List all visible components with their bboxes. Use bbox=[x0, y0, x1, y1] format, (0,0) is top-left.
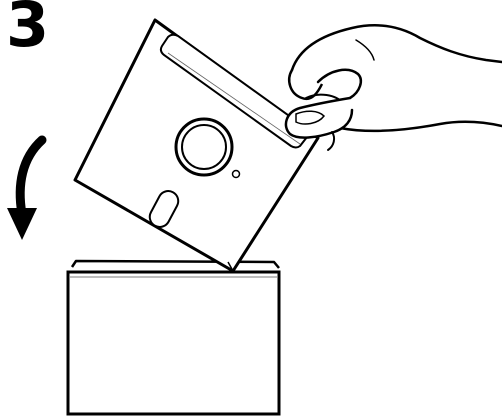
floppy-disk-icon bbox=[75, 20, 318, 271]
disk-sleeve-icon bbox=[68, 261, 279, 414]
curved-down-arrow-icon bbox=[7, 140, 42, 240]
hand-icon bbox=[286, 25, 502, 150]
